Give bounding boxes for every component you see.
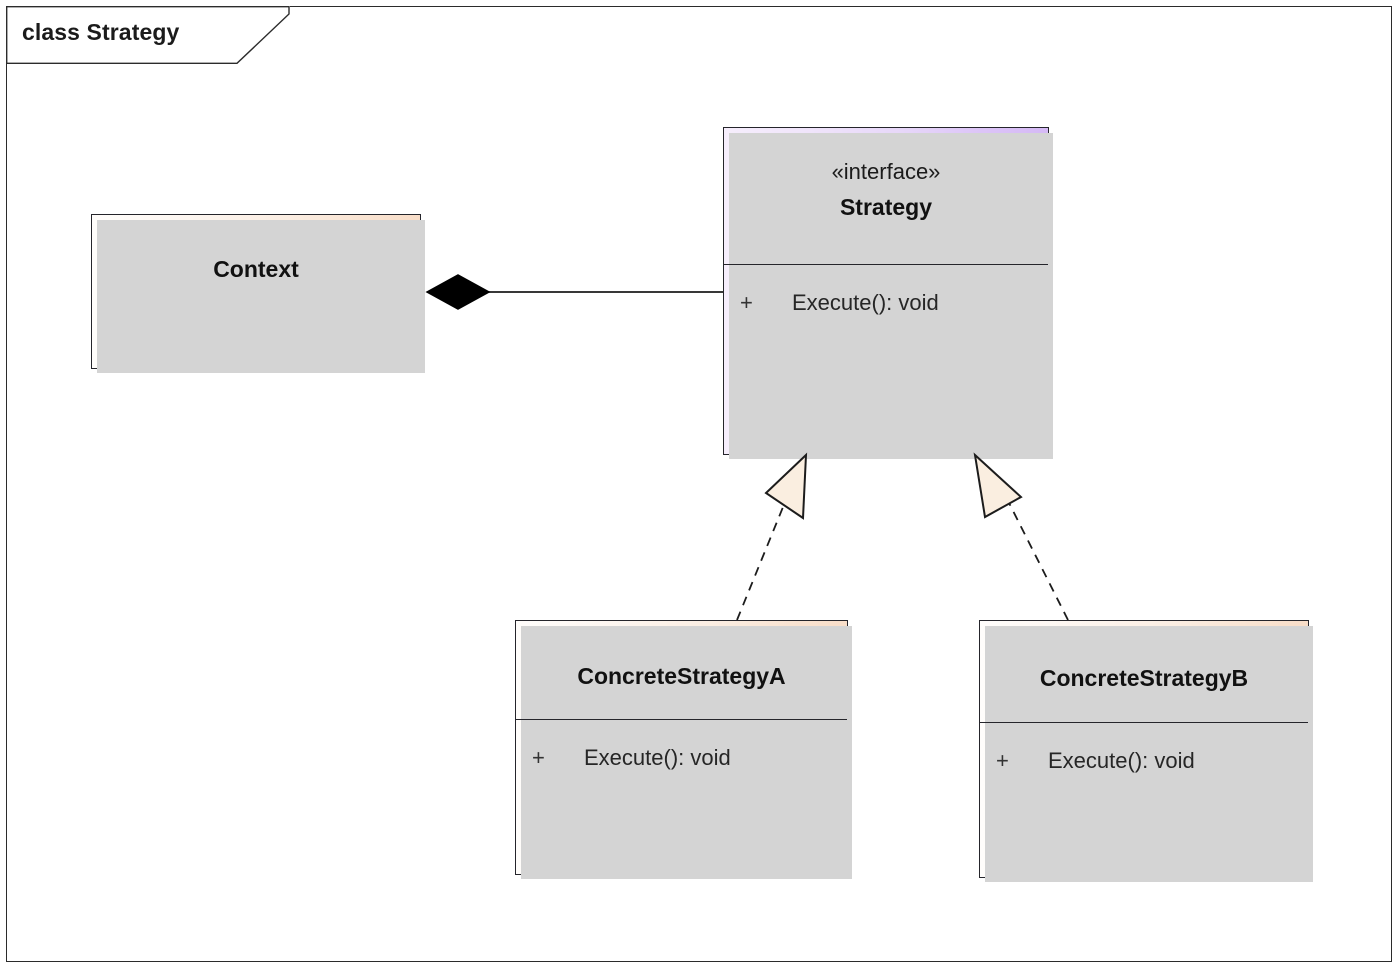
compartment-divider-concrete-strategy-a [516,719,847,720]
member-visibility-concrete-a-execute: + [532,745,545,770]
compartment-divider-strategy [724,264,1048,265]
class-name-concrete-strategy-a: ConcreteStrategyA [577,663,786,689]
composition-diamond-icon [425,274,491,310]
class-name-concrete-strategy-b: ConcreteStrategyB [1039,665,1249,691]
class-header-concrete-strategy-b: ConcreteStrategyB [980,621,1308,693]
realization-triangle-icon-b [973,452,1023,519]
realization-triangle-icon-a [764,452,808,520]
class-header-strategy: «interface» Strategy [724,128,1048,222]
class-header-context: Context [92,215,420,284]
member-row-concrete-b-execute[interactable]: + Execute(): void [996,748,1195,774]
member-row-strategy-execute[interactable]: + Execute(): void [740,290,939,316]
member-visibility-concrete-b-execute: + [996,748,1009,773]
member-visibility-strategy-execute: + [740,290,753,315]
class-box-concrete-strategy-a[interactable]: ConcreteStrategyA + Execute(): void [515,620,852,879]
member-row-concrete-a-execute[interactable]: + Execute(): void [532,745,731,771]
stereotype-interface: «interface» [831,159,941,184]
compartment-divider-concrete-strategy-b [980,722,1308,723]
member-signature-strategy-execute: Execute(): void [792,290,939,315]
class-box-context[interactable]: Context [91,214,425,373]
class-name-strategy: Strategy [839,194,933,221]
realization-line-concrete-a [736,484,793,621]
class-name-context: Context [213,256,299,282]
realization-line-concrete-b [999,484,1069,621]
class-box-strategy[interactable]: «interface» Strategy + Execute(): void [723,127,1053,459]
frame-title: class Strategy [22,19,180,45]
member-signature-concrete-b-execute: Execute(): void [1048,748,1195,773]
member-signature-concrete-a-execute: Execute(): void [584,745,731,770]
class-header-concrete-strategy-a: ConcreteStrategyA [516,621,847,691]
class-box-concrete-strategy-b[interactable]: ConcreteStrategyB + Execute(): void [979,620,1313,882]
